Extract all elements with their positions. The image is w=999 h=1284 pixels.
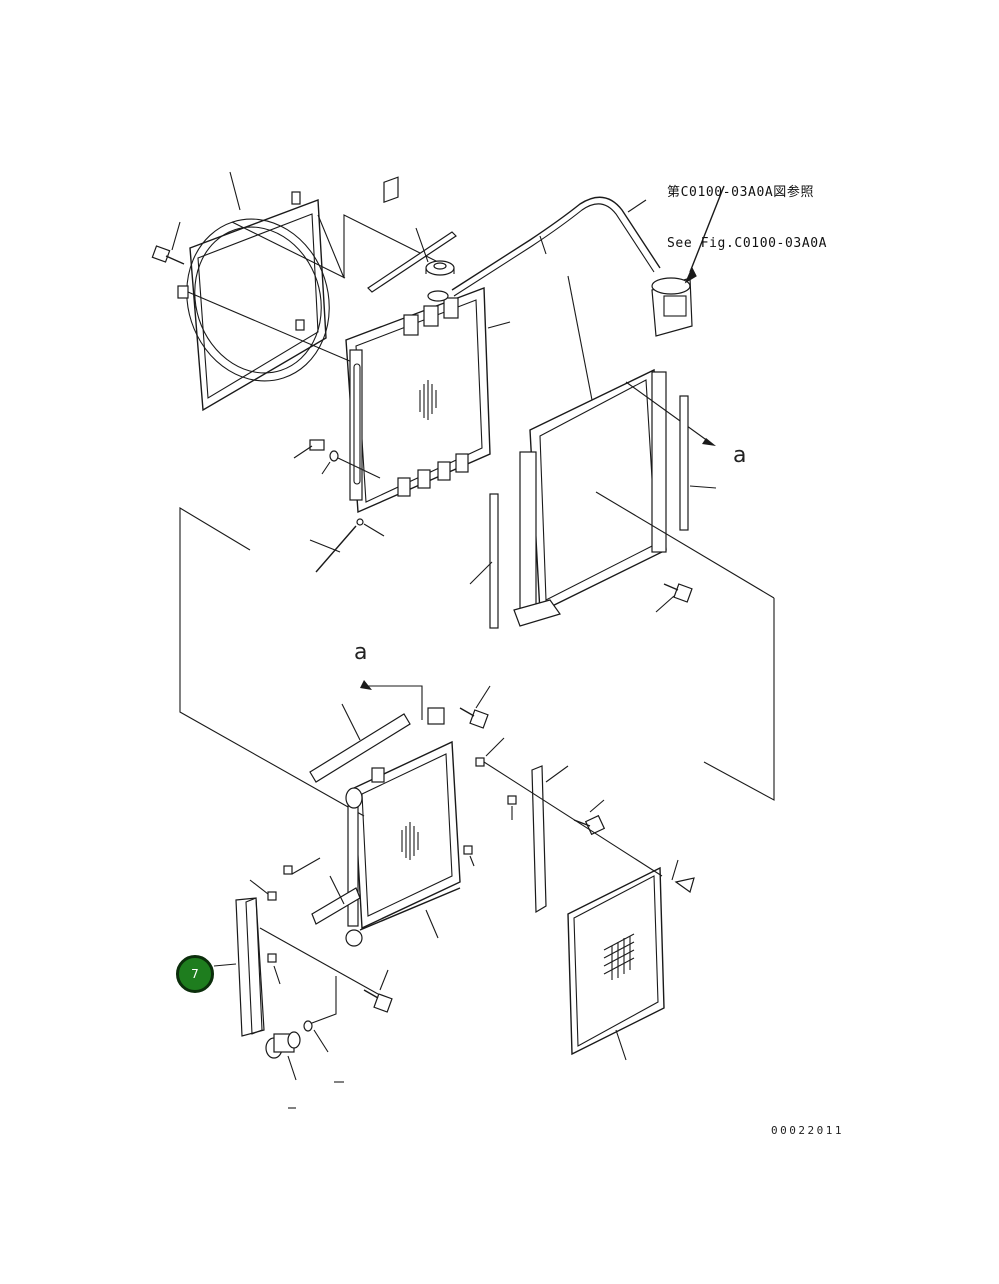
clip-nuts bbox=[249, 737, 517, 985]
seal-block-lower bbox=[311, 875, 361, 925]
bolt-lower-top bbox=[459, 685, 491, 729]
radiator-cap bbox=[425, 260, 455, 276]
view-label-upper: a bbox=[733, 443, 747, 468]
seal-strip-top bbox=[367, 227, 457, 293]
part-callout-badge[interactable]: 7 bbox=[176, 955, 214, 993]
view-label-lower: a bbox=[354, 640, 368, 665]
drawing-number: 00022011 bbox=[771, 1124, 844, 1137]
bolt-lower-left bbox=[363, 969, 393, 1013]
radiator-core-upper bbox=[345, 176, 511, 514]
reserve-tank bbox=[651, 185, 725, 337]
leader-lines-lower bbox=[259, 761, 663, 1027]
screen-net bbox=[567, 866, 665, 1061]
bracket-right bbox=[531, 765, 569, 914]
fan-shroud bbox=[177, 171, 330, 412]
wing-nut bbox=[671, 859, 695, 893]
drain-fittings-upper bbox=[293, 439, 385, 573]
cooler-core-lower bbox=[345, 680, 461, 947]
figure-reference-jp: 第C0100-03A0A図参照 bbox=[667, 185, 815, 200]
bolt-shroud bbox=[151, 221, 185, 265]
seal-strip-right bbox=[679, 395, 717, 531]
figure-reference-note: 第C0100-03A0A図参照 See Fig.C0100-03A0A bbox=[667, 150, 827, 269]
bracket-left bbox=[213, 897, 265, 1037]
support-frame bbox=[513, 275, 716, 627]
seal-block-upper bbox=[309, 703, 411, 783]
figure-reference-en: See Fig.C0100-03A0A bbox=[667, 236, 828, 251]
seal-strip-left bbox=[469, 493, 499, 629]
leader-lines-top bbox=[187, 214, 439, 363]
leader-lines-middle bbox=[179, 491, 775, 817]
overflow-hose bbox=[451, 196, 661, 297]
bolt-frame bbox=[655, 583, 693, 613]
drain-plug-lower bbox=[265, 1020, 344, 1109]
